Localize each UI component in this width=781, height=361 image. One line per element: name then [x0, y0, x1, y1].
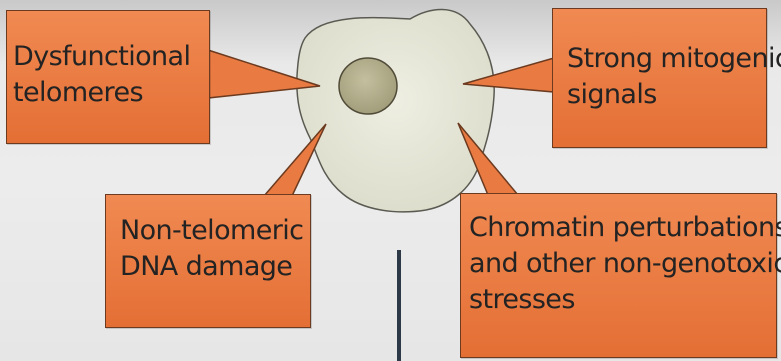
chromatin-perturbations-box: Chromatin perturbations and other non-ge…: [460, 193, 777, 358]
chromatin-perturbations-line2: and other non-genotoxic: [469, 246, 770, 282]
dysfunctional-telomeres-line1: Dysfunctional: [13, 39, 203, 75]
non-telomeric-dna-damage-line2: DNA damage: [120, 249, 304, 285]
strong-mitogenic-signals-box: Strong mitogenic signals: [552, 8, 767, 148]
cell-body: [297, 9, 494, 211]
non-telomeric-dna-damage-line1: Non-telomeric: [120, 213, 304, 249]
pointer-non-telomeric-dna-damage: [264, 124, 326, 196]
strong-mitogenic-signals-line2: signals: [567, 77, 760, 113]
strong-mitogenic-signals-line1: Strong mitogenic: [567, 41, 760, 77]
chromatin-perturbations-line1: Chromatin perturbations: [469, 210, 770, 246]
nucleus: [339, 58, 397, 114]
dysfunctional-telomeres-box: Dysfunctional telomeres: [6, 10, 210, 144]
dysfunctional-telomeres-line2: telomeres: [13, 75, 203, 111]
non-telomeric-dna-damage-box: Non-telomeric DNA damage: [105, 194, 311, 328]
chromatin-perturbations-line3: stresses: [469, 282, 770, 318]
